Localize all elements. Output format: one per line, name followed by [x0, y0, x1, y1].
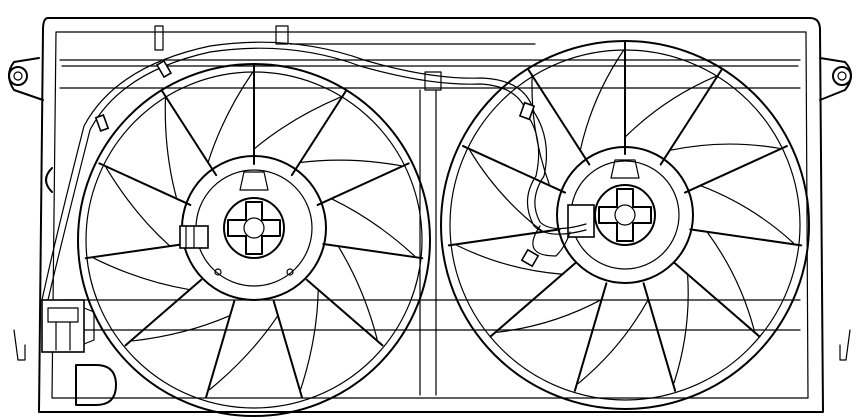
- fan-spoke: [316, 162, 410, 206]
- fan-right-hub-cross: [598, 188, 652, 242]
- fan-spoke: [205, 300, 236, 399]
- fan-blade: [93, 257, 191, 291]
- fan-right-connector: [567, 204, 595, 238]
- mounting-ear-left: [8, 57, 53, 361]
- fan-spoke: [489, 262, 577, 338]
- fan-blade: [531, 77, 551, 187]
- fan-spoke: [84, 242, 186, 260]
- top-clips: [154, 25, 442, 91]
- fan-spoke: [673, 262, 761, 338]
- wiring-harness: [41, 41, 587, 301]
- fan-blade: [207, 71, 254, 164]
- fan-left-hub-cross: [227, 201, 281, 255]
- fan-blade: [669, 143, 780, 151]
- fan-left-blades: [84, 63, 424, 399]
- fan-spoke: [98, 162, 192, 206]
- fan-blade: [577, 298, 649, 385]
- harness-connector: [41, 299, 95, 353]
- fan-blade: [105, 167, 171, 247]
- fan-spoke: [305, 278, 384, 347]
- fan-spoke: [659, 69, 723, 166]
- relay-housing: [75, 364, 117, 406]
- fan-spoke: [322, 242, 424, 260]
- fan-spoke: [124, 278, 203, 347]
- fan-right-blades: [447, 41, 803, 392]
- fan-blade: [699, 185, 795, 244]
- fan-spoke: [689, 228, 803, 247]
- fan-left: [77, 63, 431, 417]
- fan-right: [440, 40, 810, 410]
- fan-blade: [673, 273, 689, 384]
- fan-blade: [164, 97, 178, 200]
- fan-spoke: [462, 145, 566, 194]
- fan-blade: [208, 314, 279, 391]
- fan-blade: [299, 159, 402, 167]
- fan-blade: [579, 49, 625, 151]
- fan-spoke: [447, 228, 561, 247]
- fan-blade: [496, 298, 603, 333]
- fan-right-motor-ring: [556, 146, 694, 284]
- fan-blade: [300, 289, 319, 390]
- fan-spoke: [161, 89, 218, 177]
- mounting-ear-right: [819, 57, 852, 361]
- fan-spoke: [684, 145, 788, 194]
- fan-blade: [131, 314, 231, 342]
- fan-blade: [330, 198, 416, 257]
- fan-blade: [469, 149, 544, 233]
- fan-spoke: [573, 282, 608, 392]
- shroud-frame: [38, 17, 824, 413]
- fan-spoke: [272, 300, 303, 399]
- fan-blade: [456, 244, 564, 275]
- fan-blade: [337, 245, 378, 340]
- fan-spoke: [527, 69, 591, 166]
- fan-blade: [624, 75, 717, 138]
- fan-spoke: [290, 89, 347, 177]
- fan-spoke: [642, 282, 677, 392]
- fan-blade: [706, 231, 755, 332]
- fan-blade: [253, 96, 342, 150]
